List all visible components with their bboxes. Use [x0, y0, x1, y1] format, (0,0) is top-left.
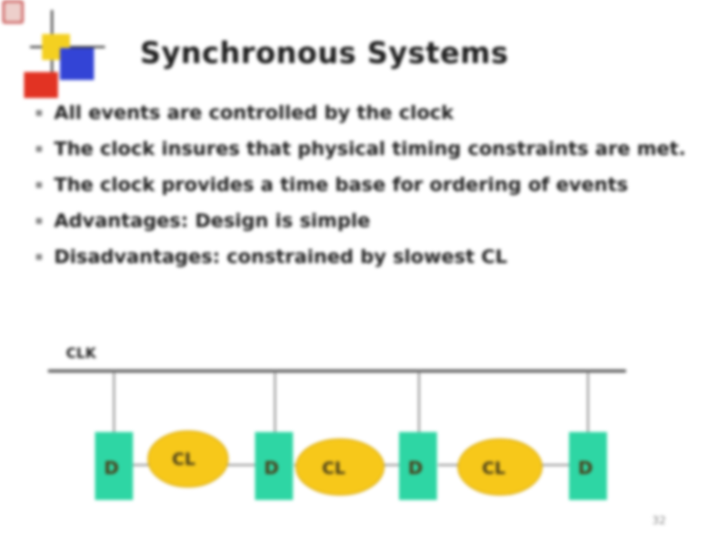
- logic-block: [147, 430, 229, 488]
- register-label: D: [104, 458, 119, 479]
- logic-label: CL: [172, 450, 195, 470]
- logic-label: CL: [482, 459, 505, 479]
- bullet-list: All events are controlled by the clock T…: [34, 100, 694, 280]
- register-label: D: [578, 458, 593, 479]
- register-block: [95, 432, 133, 500]
- logo-icon: [2, 0, 105, 98]
- page-number: 32: [652, 514, 666, 527]
- logic-label: CL: [322, 459, 345, 479]
- bullet-item: The clock insures that physical timing c…: [34, 136, 694, 162]
- logic-block: [457, 438, 543, 496]
- bullet-item: Disadvantages: constrained by slowest CL: [34, 244, 694, 270]
- register-label: D: [264, 458, 279, 479]
- slide-title: Synchronous Systems: [140, 36, 509, 70]
- register-block: [255, 432, 293, 500]
- register-block: [399, 432, 437, 500]
- bullet-item: The clock provides a time base for order…: [34, 172, 694, 198]
- bullet-item: Advantages: Design is simple: [34, 208, 694, 234]
- logic-block: [295, 438, 385, 496]
- clock-label: CLK: [66, 346, 97, 362]
- register-block: [569, 432, 607, 500]
- register-label: D: [408, 458, 423, 479]
- bullet-item: All events are controlled by the clock: [34, 100, 694, 126]
